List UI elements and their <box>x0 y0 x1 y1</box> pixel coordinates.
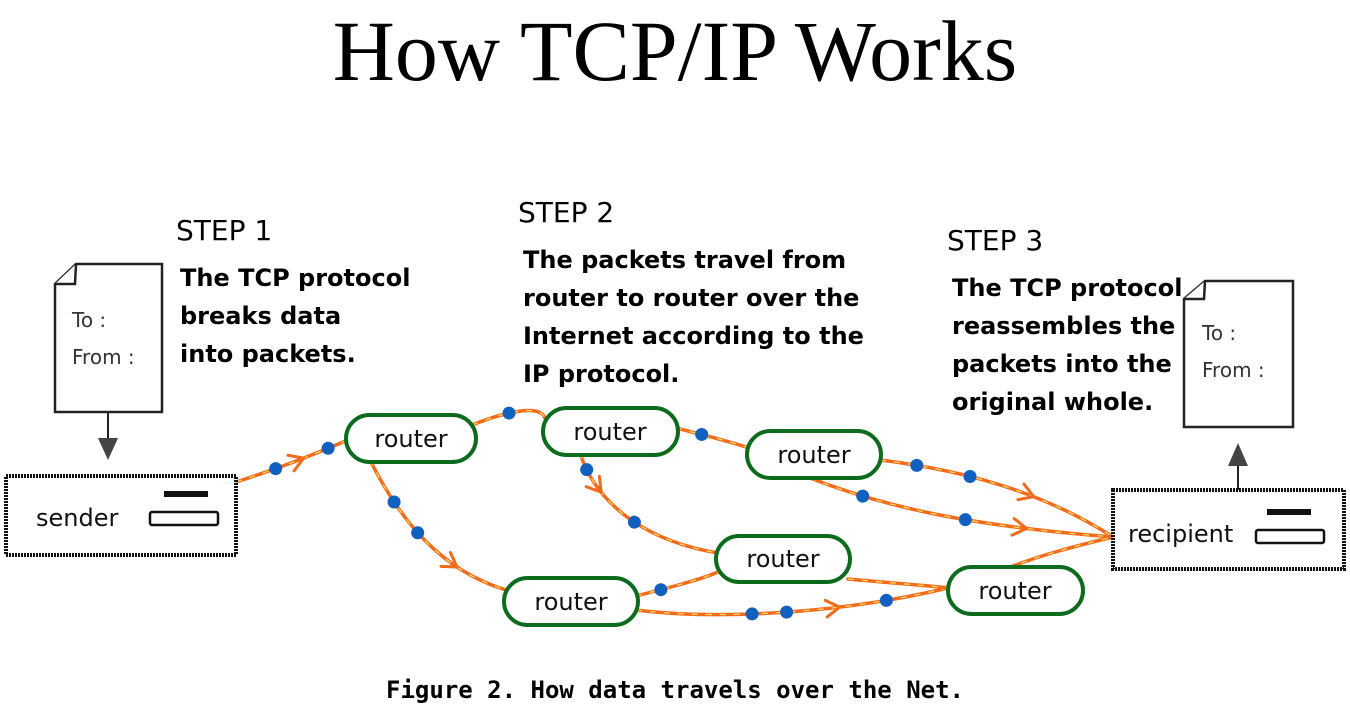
step-3-line: The TCP protocol <box>952 274 1182 302</box>
packet-dot <box>879 593 893 607</box>
page-title: How TCP/IP Works <box>332 3 1018 99</box>
step-2-line: Internet according to the <box>523 322 864 350</box>
link-highlight <box>809 477 1114 538</box>
router-node[interactable]: router <box>344 413 478 464</box>
direction-arrow-icon <box>1016 482 1036 502</box>
document-icon <box>53 262 164 414</box>
packet-dot <box>321 441 335 455</box>
link-path <box>808 476 1115 539</box>
step-1-line: The TCP protocol <box>180 264 410 292</box>
router-node[interactable]: router <box>502 576 640 627</box>
packet-dot <box>654 583 668 597</box>
link-path <box>634 570 720 598</box>
link-highlight <box>879 459 1114 538</box>
packet-dot <box>627 515 641 529</box>
router-label: router <box>777 441 850 469</box>
step-2-text: STEP 2 The packets travel from router to… <box>518 196 864 388</box>
arrow-up-icon <box>1228 443 1248 466</box>
drive-indicator-icon <box>1267 509 1311 515</box>
router-label: router <box>374 425 447 453</box>
step-2-line: IP protocol. <box>523 360 679 388</box>
router-label: router <box>573 418 646 446</box>
figure-caption: Figure 2. How data travels over the Net. <box>386 676 964 704</box>
recipient-label: recipient <box>1128 520 1233 548</box>
router-node[interactable]: router <box>541 406 680 457</box>
network-links <box>234 406 1115 621</box>
disk-slot-icon <box>148 510 220 527</box>
recipient-host[interactable]: recipient <box>1111 488 1346 571</box>
packet-dot <box>695 427 709 441</box>
link-path <box>634 586 950 617</box>
arrow-down-icon <box>98 438 118 460</box>
link-highlight <box>1007 536 1114 569</box>
link-path <box>846 577 952 590</box>
link-highlight <box>635 571 719 597</box>
link-path <box>368 458 508 592</box>
packet-dot <box>780 605 794 619</box>
sender-document: To : From : <box>53 262 164 460</box>
router-shape[interactable] <box>745 429 883 480</box>
router-label: router <box>746 545 819 573</box>
doc-to-label: To : <box>71 308 106 332</box>
step-2-line: The packets travel from <box>523 246 846 274</box>
step-2-line: router to router over the <box>523 284 859 312</box>
router-shape[interactable] <box>946 565 1085 616</box>
router-shape[interactable] <box>344 413 478 464</box>
packet-dot <box>580 463 594 477</box>
document-icon <box>1182 279 1295 429</box>
link-path <box>1006 535 1115 570</box>
drive-indicator-icon <box>164 491 208 497</box>
packet-dot <box>269 462 283 476</box>
packet-dot <box>411 526 425 540</box>
step-3-line: packets into the <box>952 350 1172 378</box>
doc-from-label: From : <box>1202 358 1265 382</box>
link-highlight <box>579 452 719 554</box>
step-1-text: STEP 1 The TCP protocol breaks data into… <box>176 214 410 368</box>
direction-arrow-icon <box>286 453 306 473</box>
router-shape[interactable] <box>502 576 640 627</box>
link-highlight <box>235 439 349 483</box>
direction-arrow-icon <box>439 550 459 569</box>
step-1-heading: STEP 1 <box>176 214 272 247</box>
packet-dot <box>745 607 759 621</box>
link-path <box>674 426 751 450</box>
doc-to-label: To : <box>1201 321 1236 345</box>
packet-dot <box>963 469 977 483</box>
step-2-heading: STEP 2 <box>518 196 614 229</box>
router-node[interactable]: router <box>946 565 1085 616</box>
packet-dot <box>958 513 972 527</box>
step-1-line: breaks data <box>180 302 341 330</box>
direction-arrow-icon <box>584 474 603 494</box>
recipient-document: To : From : <box>1182 279 1295 490</box>
packet-dot <box>387 495 401 509</box>
step-1-line: into packets. <box>180 340 356 368</box>
router-label: router <box>534 588 607 616</box>
link-highlight <box>369 459 507 591</box>
step-3-line: original whole. <box>952 388 1153 416</box>
step-3-text: STEP 3 The TCP protocol reassembles the … <box>947 224 1182 416</box>
packet-dot <box>502 406 516 420</box>
link-highlight <box>471 409 546 426</box>
link-path <box>578 451 720 555</box>
router-node[interactable]: router <box>745 429 883 480</box>
step-3-heading: STEP 3 <box>947 224 1043 257</box>
packet-dot <box>856 489 870 503</box>
router-node[interactable]: router <box>714 534 852 584</box>
step-3-line: reassembles the <box>952 312 1175 340</box>
sender-host[interactable]: sender <box>4 474 238 557</box>
document-fold <box>55 263 78 286</box>
routers: router router router router router route… <box>344 406 1085 627</box>
packet-dot <box>910 458 924 472</box>
direction-arrow-icon <box>1010 517 1029 537</box>
router-shape[interactable] <box>541 406 680 457</box>
sender-label: sender <box>36 504 118 532</box>
disk-slot-icon <box>1254 528 1326 545</box>
document-fold <box>1184 280 1207 301</box>
router-shape[interactable] <box>714 534 852 584</box>
doc-from-label: From : <box>72 345 135 369</box>
router-label: router <box>978 577 1051 605</box>
direction-arrow-icon <box>823 598 842 619</box>
